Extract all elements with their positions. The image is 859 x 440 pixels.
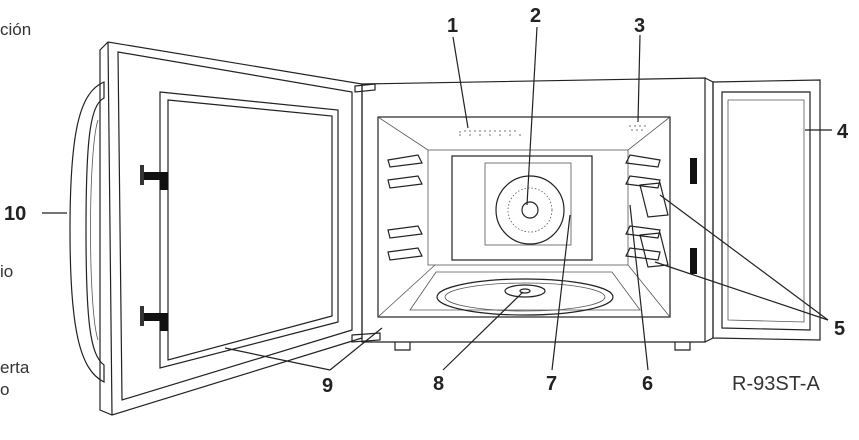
safety-interlock-top	[690, 158, 697, 184]
label-9: 9	[322, 375, 333, 397]
turntable-support	[504, 284, 546, 298]
door-handle	[69, 81, 105, 383]
label-1: 1	[447, 15, 458, 37]
grill-element	[451, 155, 593, 261]
oven-body	[361, 77, 714, 351]
door-hinge-bottom	[143, 313, 167, 321]
door-frame	[99, 41, 363, 416]
turntable	[436, 278, 614, 316]
model-name: R-93ST-A	[732, 373, 820, 395]
label-3: 3	[634, 15, 645, 37]
label-5: 5	[834, 318, 845, 340]
label-7: 7	[546, 373, 557, 395]
control-panel	[712, 79, 821, 341]
door-window	[159, 91, 339, 369]
door-latch-holes	[639, 182, 669, 268]
safety-interlock-bottom	[690, 248, 697, 274]
cut-text-3: erta	[0, 358, 30, 377]
cavity	[377, 116, 671, 318]
label-10: 10	[4, 203, 26, 225]
door	[69, 41, 381, 416]
leader-lines	[42, 26, 832, 371]
cut-text-4: o	[0, 380, 10, 399]
stirrer-cover	[495, 175, 565, 245]
cut-text-2: io	[0, 262, 14, 281]
label-8: 8	[433, 373, 444, 395]
cut-text-1: ción	[0, 20, 32, 39]
label-6: 6	[642, 373, 653, 395]
door-hinge-top	[143, 172, 167, 180]
label-2: 2	[530, 5, 541, 27]
label-4: 4	[837, 121, 849, 143]
